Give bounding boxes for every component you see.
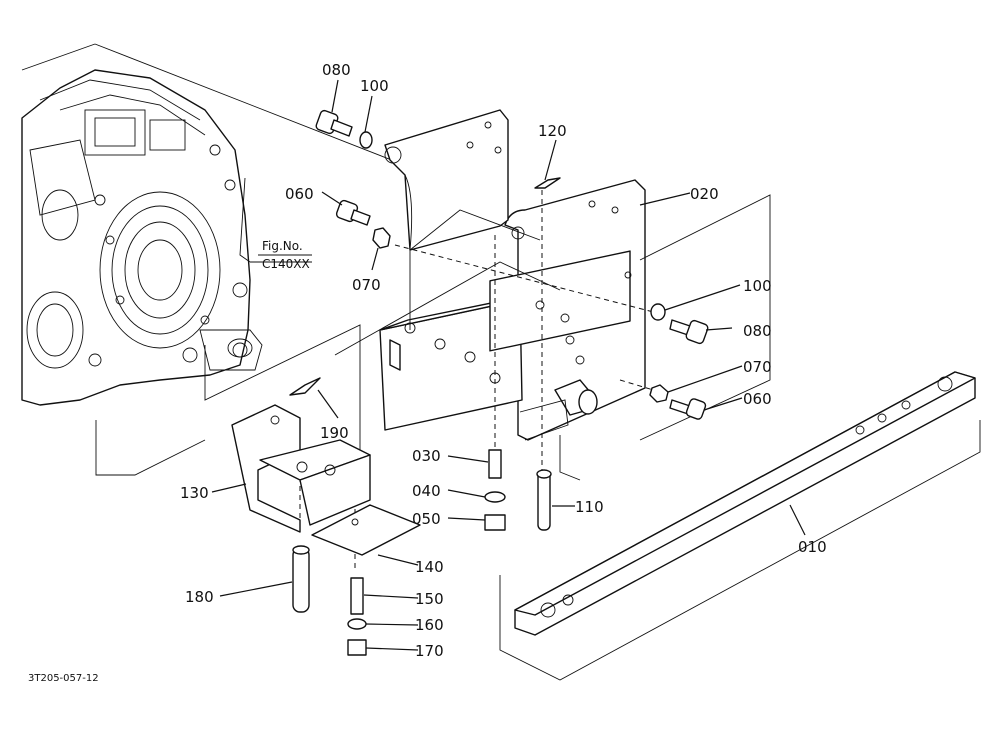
- stud-030: [488, 449, 502, 479]
- cotter-pin-190: [289, 377, 321, 396]
- alignment-line: [619, 379, 661, 393]
- pin-110: [536, 469, 552, 531]
- callout-080-upper: 080: [322, 61, 351, 79]
- nut-070-upper: [372, 227, 391, 249]
- callout-120: 120: [538, 122, 567, 140]
- callout-130: 130: [180, 484, 209, 502]
- callout-080-right: 080: [743, 322, 772, 340]
- frame-line: [204, 324, 361, 475]
- callout-100-right: 100: [743, 277, 772, 295]
- leader-lines: [211, 79, 806, 651]
- pin-180: [292, 545, 310, 613]
- frame-line: [95, 420, 206, 476]
- drawing-code: 3T205-057-12: [28, 673, 99, 684]
- callout-060-right: 060: [743, 390, 772, 408]
- bolt-060-upper: [335, 199, 371, 226]
- frame-line: [559, 435, 581, 481]
- transmission-housing: [21, 69, 263, 406]
- callout-100-upper: 100: [360, 77, 389, 95]
- cotter-pin-120: [534, 177, 561, 189]
- frame-line: [409, 209, 541, 251]
- washer-160: [347, 618, 367, 630]
- callout-060-upper: 060: [285, 185, 314, 203]
- bolt-080-right: [669, 319, 709, 345]
- frame-line: [334, 261, 561, 356]
- callout-020: 020: [690, 185, 719, 203]
- washer-040: [484, 491, 506, 503]
- frame-line: [499, 420, 981, 681]
- alignment-line: [394, 244, 666, 316]
- callout-labels: 080 100 120 060 020 070 100 080 070 060 …: [180, 61, 827, 660]
- drawbar-bracket: [379, 109, 646, 441]
- bolt-080-upper: [315, 109, 353, 137]
- callout-070-upper: 070: [352, 276, 381, 294]
- callout-140: 140: [415, 558, 444, 576]
- callout-050: 050: [412, 510, 441, 528]
- washer-100-upper: [359, 131, 373, 149]
- callout-180: 180: [185, 588, 214, 606]
- bracket-130: [231, 404, 371, 533]
- callout-170: 170: [415, 642, 444, 660]
- callout-010: 010: [798, 538, 827, 556]
- frame-line: [21, 43, 96, 71]
- callout-190: 190: [320, 424, 349, 442]
- callout-150: 150: [415, 590, 444, 608]
- bolt-060-right: [669, 398, 707, 420]
- plate-140: [311, 504, 421, 556]
- callout-040: 040: [412, 482, 441, 500]
- figure-ref-line1: Fig.No.: [262, 239, 303, 253]
- nut-070-right: [649, 384, 669, 403]
- frame-line: [239, 177, 251, 263]
- nut-170: [347, 639, 367, 656]
- callout-030: 030: [412, 447, 441, 465]
- nut-050: [484, 514, 506, 531]
- callout-110: 110: [575, 498, 604, 516]
- callout-160: 160: [415, 616, 444, 634]
- stud-150: [350, 577, 364, 615]
- frame-line: [94, 43, 431, 176]
- figure-ref-line2: C140XX: [262, 257, 310, 271]
- drawbar-010: [514, 371, 976, 636]
- callout-070-right: 070: [743, 358, 772, 376]
- washer-100-right: [650, 303, 666, 321]
